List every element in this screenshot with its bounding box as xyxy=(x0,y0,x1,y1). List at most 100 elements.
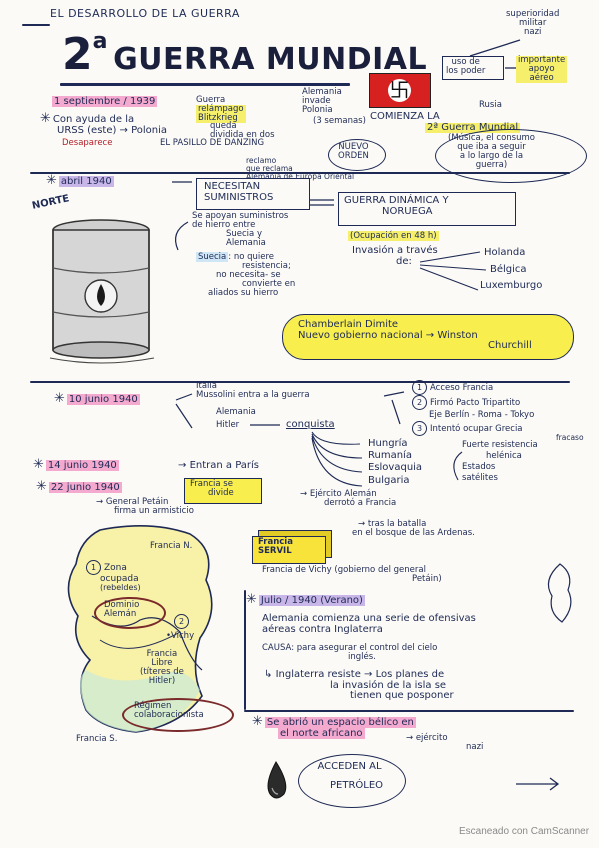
oil-drop-icon xyxy=(267,761,287,799)
uso-line-2: los poder xyxy=(446,65,486,76)
cham-line-1: Chamberlain Dimite xyxy=(298,319,399,330)
africa-ejercito: → ejército nazi xyxy=(406,734,483,752)
cham-line-3: Churchill xyxy=(488,340,532,351)
junio14-text: → Entran a París xyxy=(178,460,260,472)
fl-line-3: (títeres de xyxy=(140,666,184,677)
rusia-label: Rusia xyxy=(479,101,502,110)
map-francia-s: Francia S. xyxy=(76,735,117,744)
junio22-date-text: 22 junio 1940 xyxy=(48,482,122,493)
swastika-icon: 卐 xyxy=(389,78,410,102)
petain-line-1: General Petáin xyxy=(105,497,169,507)
reclamo-note: reclamo que reclama Alemania de Europa O… xyxy=(246,157,354,181)
julio-causa: CAUSA: para asegurar el control del ciel… xyxy=(262,644,437,662)
nec-line-1: NECESITAN xyxy=(204,181,261,192)
junio10-date: ✳10 junio 1940 xyxy=(54,391,140,406)
hitler-text: Hitler xyxy=(216,420,240,430)
ai-line-2: invade xyxy=(302,95,331,106)
alemania-invade: Alemania invade Polonia xyxy=(302,88,342,115)
conquista: conquista xyxy=(286,419,335,431)
africa-line-2: el norte africano xyxy=(278,727,365,739)
junio14-date-text: 14 junio 1940 xyxy=(45,460,119,471)
zona-line-1: Zona xyxy=(104,563,127,573)
ing-line-2: la invasión de la isla se xyxy=(330,679,447,691)
italia-label: Italia xyxy=(196,381,217,391)
map-francia-libre: Francia Libre (títeres de Hitler) xyxy=(140,650,184,686)
num-2-icon: 2 xyxy=(174,614,189,629)
pais-rumania: Rumanía xyxy=(368,450,412,462)
hitler-label: Hitler xyxy=(216,421,239,430)
pais-eslovaquia: Eslovaquia xyxy=(368,462,423,474)
fracaso-text: fracaso xyxy=(556,433,584,442)
sup-nazi-note: superioridad militar nazi xyxy=(506,10,559,37)
ai-line-1: Alemania xyxy=(302,87,342,97)
causa-line-2: inglés. xyxy=(348,651,376,662)
se-apoyan: Se apoyan suministros de hierro entre Su… xyxy=(192,212,288,248)
arrow-icon: → xyxy=(358,519,368,529)
semanas: (3 semanas) xyxy=(313,117,366,126)
julio-inglaterra: ↳ Inglaterra resiste → Los planes de la … xyxy=(264,669,454,702)
num-1-icon: 1 xyxy=(412,380,427,395)
apoyo-line-2: apoyo xyxy=(516,64,568,74)
rec-line-1: reclamo xyxy=(246,156,277,165)
item-2: Firmó Pacto Tripartito xyxy=(430,398,521,408)
abril-date-text: abril 1940 xyxy=(58,176,114,187)
acc-line-1: ACCEDEN AL xyxy=(317,761,382,772)
uso-poder-box xyxy=(442,56,504,80)
junio14-date: ✳14 junio 1940 xyxy=(33,458,119,472)
julio-line-2: aéreas contra Inglaterra xyxy=(262,623,383,635)
pais-hungria: Hungría xyxy=(368,438,408,449)
comienza-line-1: COMIENZA LA xyxy=(370,111,440,122)
subtitle-text: EL DESARROLLO DE LA GUERRA xyxy=(50,7,240,20)
footer-text: Escaneado con CamScanner xyxy=(459,826,590,837)
sept-date-text: 1 septiembre / 1939 xyxy=(52,96,158,107)
ayuda-line-2: URSS (este) → Polonia xyxy=(57,124,168,136)
acc-line-2: PETRÓLEO xyxy=(330,779,384,791)
petain-line-2: firma un armisticio xyxy=(114,505,194,516)
pais-bulgaria: Bulgaria xyxy=(368,474,410,486)
gr-res-1: Fuerte resistencia xyxy=(462,440,538,450)
star-icon: ✳ xyxy=(40,111,51,126)
paises-invadidos: Holanda Bélgica Luxemburgo xyxy=(480,247,542,292)
abril-date: ✳abril 1940 xyxy=(46,174,114,188)
num-1-icon: 1 xyxy=(86,560,101,575)
fl-line-2: Libre xyxy=(151,657,173,668)
nuevo-orden-oval xyxy=(328,139,386,171)
fd-line-1: Francia se xyxy=(190,479,233,489)
paris-text: Entran a París xyxy=(189,460,260,471)
pasillo-text: EL PASILLO DE DANZING xyxy=(160,138,265,148)
title-underline xyxy=(60,83,350,86)
julio-line-1: Alemania comienza una serie de ofensivas xyxy=(262,613,476,624)
map-vichy: •Vichy xyxy=(166,632,194,641)
vichy-city: Vichy xyxy=(171,631,195,641)
julio-date: ✳Julio / 1940 (Verano) xyxy=(246,593,365,607)
nec-line-2: SUMINISTROS xyxy=(204,191,274,203)
francia-servil-box xyxy=(252,536,326,564)
ej-line-2: derrotó a Francia xyxy=(324,497,397,508)
div-line-2: dividida en dos xyxy=(210,129,275,140)
fracaso: fracaso xyxy=(556,434,584,442)
rec-line-2: que reclama xyxy=(246,163,293,173)
ocupacion: (Ocupación en 48 h) xyxy=(348,231,439,241)
acceden: ACCEDEN AL PETRÓLEO xyxy=(316,761,384,791)
apoyo-line-1: importante xyxy=(516,55,568,65)
dom-line-2: Alemán xyxy=(104,608,137,619)
fs-line-2: SERVIL xyxy=(258,545,292,556)
francia-divide: Francia se divide xyxy=(190,480,234,498)
page-title: 2a GUERRA MUNDIAL xyxy=(62,30,428,78)
reg-line-1: Régimen xyxy=(134,701,172,711)
title-main: GUERRA MUNDIAL xyxy=(113,42,428,77)
ej-line-1: Ejército Alemán xyxy=(309,489,377,499)
alemania-label: Alemania xyxy=(216,408,256,417)
guerra-dinamica: GUERRA DINÁMICA Y NORUEGA xyxy=(344,195,449,217)
francia-s-text: Francia S. xyxy=(76,734,118,744)
dot-icon: • xyxy=(166,631,172,641)
pais-belgica: Bélgica xyxy=(490,263,527,275)
apo-line-3: Suecia y xyxy=(226,228,262,239)
acceden-oval xyxy=(298,754,406,808)
map-num2: 2 xyxy=(174,614,192,629)
nuevo-orden: NUEVO ORDEN xyxy=(338,143,369,161)
star-icon: ✳ xyxy=(54,391,65,406)
francia-n-text: Francia N. xyxy=(150,541,193,551)
ai-line-3: Polonia xyxy=(302,104,333,115)
zona-line-2: ocupada xyxy=(100,574,139,584)
